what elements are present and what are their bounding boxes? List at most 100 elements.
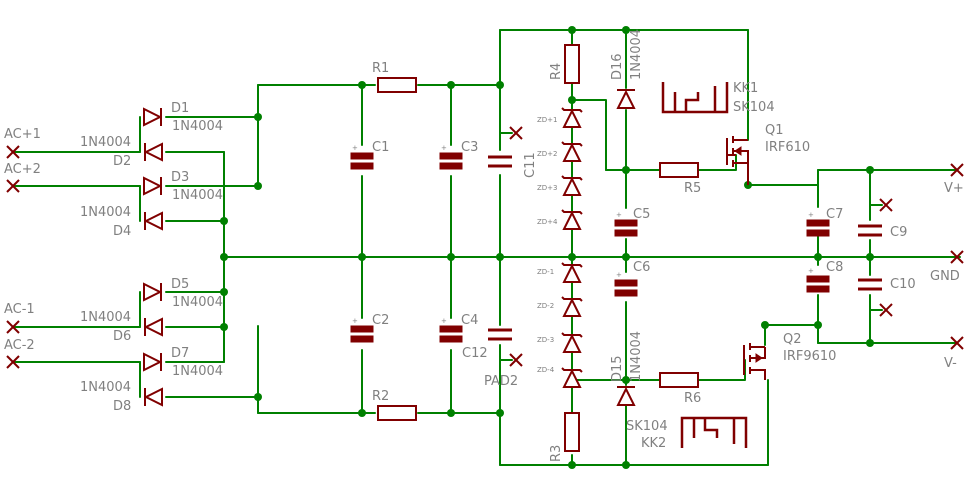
diode-d15: D15 1N4004 bbox=[610, 331, 644, 406]
svg-text:SK104: SK104 bbox=[626, 419, 668, 434]
resistor-r3: R3 bbox=[549, 412, 580, 462]
terminal-v-plus: V+ bbox=[944, 163, 964, 196]
diode-d16: D16 1N4004 bbox=[610, 29, 644, 109]
diode-d4: 1N4004 D4 bbox=[80, 205, 163, 239]
svg-text:D5: D5 bbox=[171, 277, 189, 292]
svg-text:C6: C6 bbox=[633, 260, 650, 275]
terminal-ac-minus-1: AC-1 bbox=[4, 302, 35, 334]
svg-text:+: + bbox=[616, 211, 622, 219]
svg-text:D3: D3 bbox=[171, 170, 189, 185]
svg-text:V+: V+ bbox=[944, 181, 964, 196]
wires bbox=[12, 29, 961, 466]
zener-zd-p4: ZD+4 bbox=[537, 209, 583, 230]
svg-text:+: + bbox=[616, 271, 622, 279]
capacitor-c7: + C7 bbox=[806, 207, 843, 237]
resistor-r6: R6 bbox=[659, 372, 701, 406]
terminal-v-minus: V- bbox=[944, 336, 964, 371]
svg-text:R6: R6 bbox=[684, 391, 701, 406]
capacitor-c5: + C5 bbox=[614, 207, 650, 237]
svg-text:C4: C4 bbox=[461, 313, 478, 328]
svg-text:1N4004: 1N4004 bbox=[80, 310, 131, 325]
svg-text:GND: GND bbox=[930, 269, 960, 284]
svg-text:C2: C2 bbox=[372, 313, 389, 328]
svg-text:ZD+3: ZD+3 bbox=[537, 184, 558, 192]
svg-text:ZD-1: ZD-1 bbox=[537, 268, 554, 276]
svg-text:KK1: KK1 bbox=[733, 81, 758, 96]
svg-text:+: + bbox=[441, 317, 447, 325]
svg-text:C7: C7 bbox=[826, 207, 843, 222]
svg-text:IRF9610: IRF9610 bbox=[783, 349, 836, 364]
svg-text:+: + bbox=[352, 144, 358, 152]
zener-zd-m2: ZD-2 bbox=[537, 296, 583, 317]
svg-text:+: + bbox=[441, 144, 447, 152]
terminal-gnd: GND bbox=[930, 250, 964, 284]
resistor-r2: R2 bbox=[372, 389, 417, 421]
svg-text:D4: D4 bbox=[113, 224, 131, 239]
capacitor-c1: + C1 bbox=[350, 140, 389, 170]
svg-text:C1: C1 bbox=[372, 140, 389, 155]
svg-text:AC-2: AC-2 bbox=[4, 338, 35, 353]
svg-text:V-: V- bbox=[944, 356, 957, 371]
svg-text:+: + bbox=[808, 267, 814, 275]
svg-text:KK2: KK2 bbox=[641, 436, 666, 451]
capacitor-c8: + C8 bbox=[806, 260, 843, 293]
svg-text:D2: D2 bbox=[113, 154, 131, 169]
svg-text:R5: R5 bbox=[684, 181, 701, 196]
diode-d2: 1N4004 D2 bbox=[80, 135, 163, 169]
svg-text:1N4004: 1N4004 bbox=[80, 380, 131, 395]
diode-d5: D5 1N4004 bbox=[143, 277, 223, 310]
svg-text:1N4004: 1N4004 bbox=[172, 188, 223, 203]
zener-zd-p1: ZD+1 bbox=[537, 107, 583, 128]
junctions bbox=[220, 26, 874, 469]
zener-zd-m4: ZD-4 bbox=[537, 366, 583, 388]
resistor-r1: R1 bbox=[372, 61, 417, 93]
svg-text:ZD-4: ZD-4 bbox=[537, 366, 555, 374]
capacitor-c10: C10 bbox=[858, 277, 916, 292]
capacitor-c6: + C6 bbox=[614, 260, 650, 297]
terminal-ac-minus-2: AC-2 bbox=[4, 338, 35, 369]
diode-d8: 1N4004 D8 bbox=[80, 380, 163, 414]
svg-text:AC+1: AC+1 bbox=[4, 127, 41, 142]
resistor-r5: R5 bbox=[659, 162, 701, 196]
terminal-ac-plus-2: AC+2 bbox=[4, 162, 41, 193]
zener-zd-p3: ZD+3 bbox=[537, 175, 583, 196]
svg-text:C12: C12 bbox=[462, 346, 488, 361]
svg-text:ZD+1: ZD+1 bbox=[537, 116, 558, 124]
zener-zd-m1: ZD-1 bbox=[537, 262, 583, 283]
svg-text:R2: R2 bbox=[372, 389, 389, 404]
svg-text:C3: C3 bbox=[461, 140, 478, 155]
zener-zd-p2: ZD+2 bbox=[537, 141, 583, 162]
svg-text:+: + bbox=[808, 211, 814, 219]
pad-label: PAD2 bbox=[484, 374, 518, 389]
svg-text:AC+2: AC+2 bbox=[4, 162, 41, 177]
heatsink-kk1: KK1 SK104 bbox=[661, 81, 775, 115]
svg-text:1N4004: 1N4004 bbox=[172, 119, 223, 134]
svg-text:D16: D16 bbox=[610, 53, 625, 80]
svg-text:D1: D1 bbox=[171, 101, 189, 116]
mosfet-q1: Q1 IRF610 bbox=[726, 123, 810, 185]
svg-text:Q2: Q2 bbox=[783, 332, 802, 347]
svg-text:1N4004: 1N4004 bbox=[172, 295, 223, 310]
nc-markers bbox=[509, 126, 893, 367]
svg-text:AC-1: AC-1 bbox=[4, 302, 35, 317]
svg-text:IRF610: IRF610 bbox=[765, 140, 810, 155]
svg-text:C9: C9 bbox=[890, 225, 907, 240]
svg-text:D8: D8 bbox=[113, 399, 131, 414]
svg-text:ZD+4: ZD+4 bbox=[537, 218, 558, 226]
svg-text:Q1: Q1 bbox=[765, 123, 784, 138]
svg-text:ZD-3: ZD-3 bbox=[537, 336, 554, 344]
mosfet-q2: Q2 IRF9610 bbox=[743, 332, 836, 380]
capacitor-c11: C11 bbox=[488, 152, 538, 178]
svg-text:D15: D15 bbox=[610, 355, 625, 382]
diode-d3: D3 1N4004 bbox=[143, 170, 223, 203]
svg-text:1N4004: 1N4004 bbox=[629, 29, 644, 80]
svg-text:D6: D6 bbox=[113, 329, 131, 344]
svg-text:+: + bbox=[352, 317, 358, 325]
svg-text:1N4004: 1N4004 bbox=[80, 205, 131, 220]
svg-text:R3: R3 bbox=[549, 445, 564, 462]
capacitor-c12: C12 bbox=[462, 328, 512, 361]
svg-text:D7: D7 bbox=[171, 346, 189, 361]
svg-text:1N4004: 1N4004 bbox=[629, 331, 644, 382]
svg-text:C11: C11 bbox=[523, 152, 538, 178]
